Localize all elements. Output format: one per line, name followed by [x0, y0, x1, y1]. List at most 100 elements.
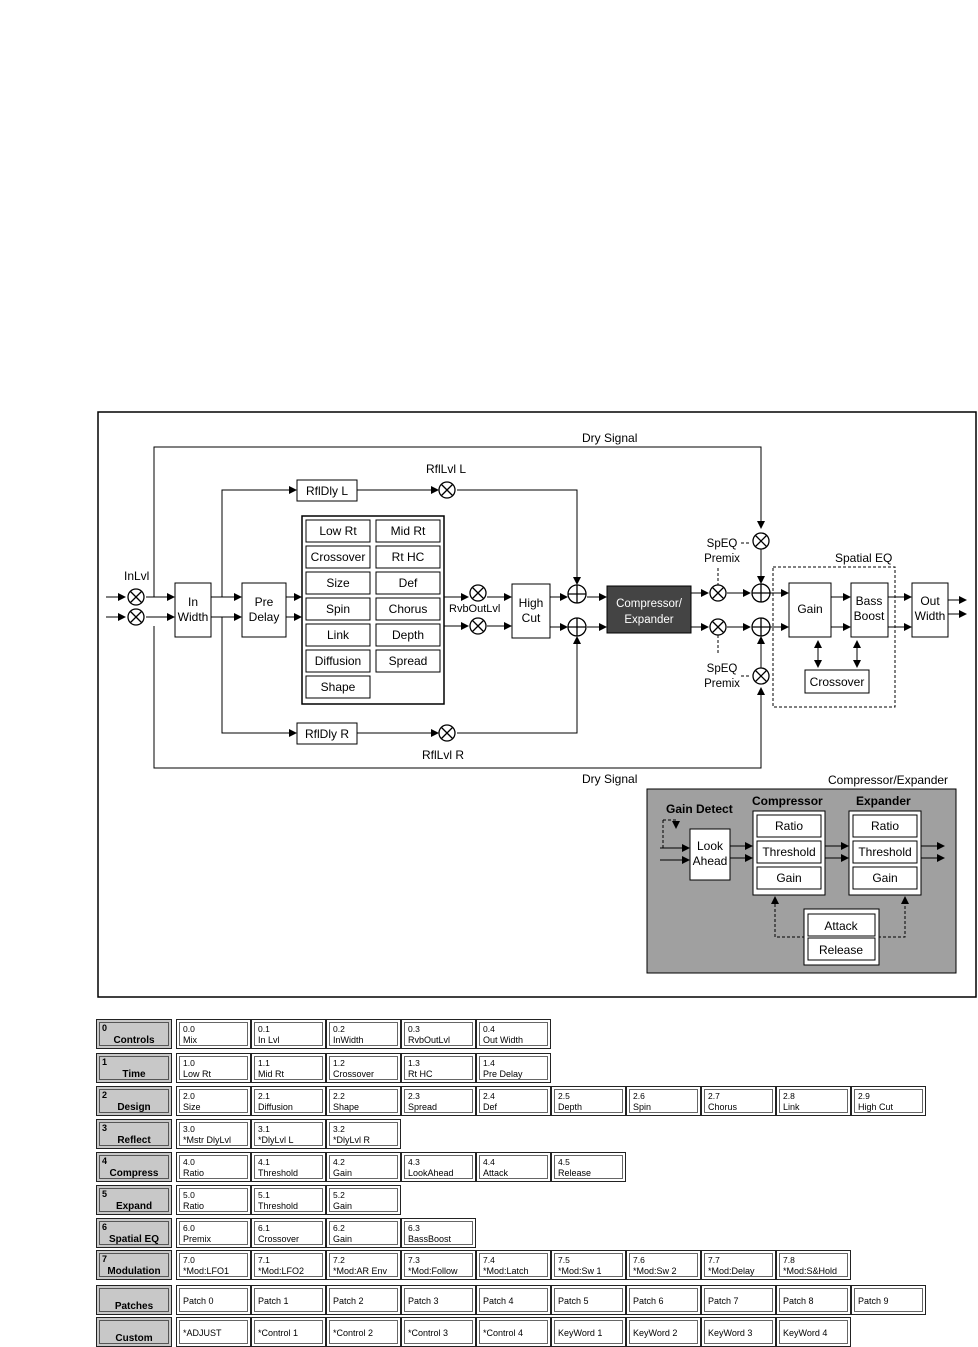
category-number: 3	[102, 1123, 108, 1133]
param-name: *Control 1	[258, 1328, 299, 1338]
param-cell[interactable]: Patch 1	[251, 1285, 326, 1315]
param-cell[interactable]: Patch 4	[476, 1285, 551, 1315]
param-cell[interactable]: 7.1*Mod:LFO2	[251, 1250, 326, 1280]
param-name: *Control 2	[333, 1328, 374, 1338]
category-number: 0	[102, 1023, 108, 1033]
look-ahead-block	[689, 828, 731, 881]
param-cell[interactable]: Patch 5	[551, 1285, 626, 1315]
param-number: 6.3	[408, 1223, 420, 1233]
param-cell[interactable]: 3.0*Mstr DlyLvl	[176, 1119, 251, 1149]
param-cell[interactable]: Patch 0	[176, 1285, 251, 1315]
param-cell[interactable]: 3.1*DlyLvl L	[251, 1119, 326, 1149]
reverb-param-cell	[305, 623, 371, 647]
attack-label: Attack	[824, 919, 858, 933]
param-name: Pre Delay	[483, 1069, 523, 1079]
category-name: Expand	[115, 1201, 153, 1212]
expander-title: Expander	[856, 794, 911, 808]
param-cell[interactable]: *Control 4	[476, 1317, 551, 1347]
param-category[interactable]: Custom	[96, 1317, 172, 1347]
param-name: *Mod:Sw 1	[558, 1266, 602, 1276]
param-cell[interactable]: 3.2*DlyLvl R	[326, 1119, 401, 1149]
param-cell[interactable]: KeyWord 3	[701, 1317, 776, 1347]
param-number: 6.1	[258, 1223, 270, 1233]
param-cell[interactable]: 7.3*Mod:Follow	[401, 1250, 476, 1280]
look-ahead-line2: Ahead	[693, 854, 728, 868]
param-cell[interactable]: 7.5*Mod:Sw 1	[551, 1250, 626, 1280]
param-cell[interactable]: KeyWord 2	[626, 1317, 701, 1347]
param-number: 7.5	[558, 1255, 570, 1265]
param-cell[interactable]: 7.2*Mod:AR Env	[326, 1250, 401, 1280]
param-category[interactable]: Patches	[96, 1285, 172, 1315]
param-cell[interactable]: *Control 2	[326, 1317, 401, 1347]
param-name: InWidth	[333, 1035, 364, 1045]
reverb-param-label: Shape	[321, 680, 356, 694]
param-cell[interactable]: *Control 3	[401, 1317, 476, 1347]
param-name: KeyWord 2	[633, 1328, 678, 1338]
param-name: Crossover	[333, 1069, 375, 1079]
param-cell[interactable]: *ADJUST	[176, 1317, 251, 1347]
category-name: Custom	[115, 1333, 153, 1344]
param-cell[interactable]: Patch 9	[851, 1285, 926, 1315]
param-cell[interactable]: 7.0*Mod:LFO1	[176, 1250, 251, 1280]
param-cell[interactable]: KeyWord 4	[776, 1317, 851, 1347]
param-cell[interactable]: 7.4*Mod:Latch	[476, 1250, 551, 1280]
param-cell[interactable]: Patch 6	[626, 1285, 701, 1315]
param-cell[interactable]: Patch 3	[401, 1285, 476, 1315]
category-name: Reflect	[117, 1135, 151, 1146]
final-sum-l	[751, 583, 771, 603]
param-cell[interactable]: *Control 1	[251, 1317, 326, 1347]
param-cell[interactable]: 7.8*Mod:S&Hold	[776, 1250, 851, 1280]
param-cell[interactable]: 7.6*Mod:Sw 2	[626, 1250, 701, 1280]
param-cell[interactable]: Patch 7	[701, 1285, 776, 1315]
param-cell[interactable]: Patch 8	[776, 1285, 851, 1315]
reverb-param-cell	[305, 597, 371, 621]
param-cell[interactable]: KeyWord 1	[551, 1317, 626, 1347]
param-cell[interactable]: Patch 2	[326, 1285, 401, 1315]
attack-release-links	[771, 896, 909, 938]
param-cell[interactable]: 7.7*Mod:Delay	[701, 1250, 776, 1280]
param-number: 3.0	[183, 1124, 195, 1134]
param-name: Diffusion	[258, 1102, 293, 1112]
